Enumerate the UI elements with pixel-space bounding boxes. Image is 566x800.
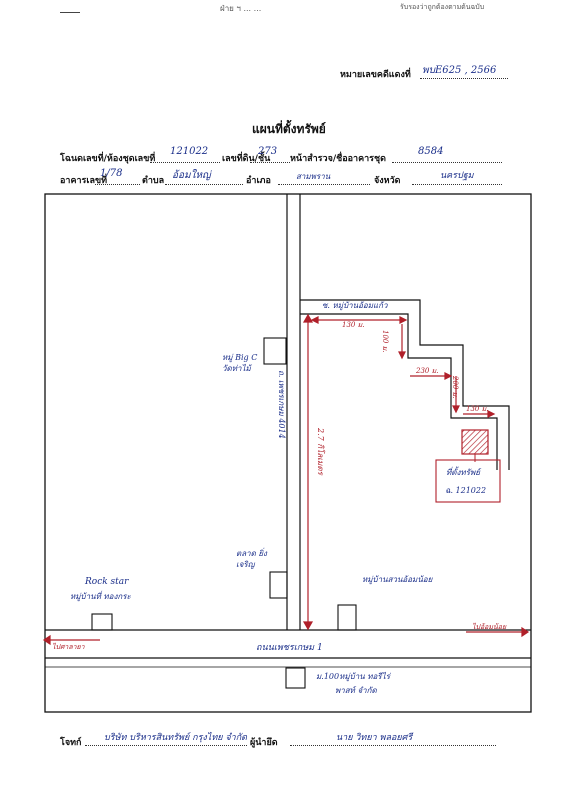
distance-arrow-230-tail [444,372,453,380]
building-label: อาคารเลขที่ [60,176,108,186]
road-vertical-label: ถ. เพชรเกษม 4014 [277,370,286,439]
place-market: ตลาด ยิ่งเจริญ [236,549,267,569]
signer-label: ผู้นำยึด [250,738,278,748]
building-box-bottom [285,667,306,689]
land-no-line [250,162,290,163]
alley-label: ซ. หมู่บ้านอ้อมแก้ว [322,301,388,310]
distance-arrow-130b-tail [487,410,496,418]
page-title: แผนที่ตั้งทรัพย์ [252,122,326,136]
building-line [95,184,140,185]
province-value: นครปฐม [440,171,474,181]
land-no-value: 273 [258,146,278,157]
place-big-c: หมู่ Big C วัดท่าไม้ [222,353,258,373]
distance-200: 200 ม. [451,376,459,399]
building-box-rockstar [91,613,113,631]
left-direction-label: ไปศาลายา [52,643,85,651]
deed-no-label: โฉนดเลขที่/ห้องชุดเลขที่ [60,154,156,164]
distance-130b: 130 ม. [466,405,489,413]
subdistrict-label: ตำบล [142,176,165,186]
rockstar-sub-label: หมู่บ้านที่ ทองกระ [70,592,131,601]
deed-no-value: 121022 [170,146,209,157]
target-property [461,429,489,455]
plaintiff-label: โจทก์ [60,738,82,748]
top-scribble: ฝ่าย ฯ ... ... [220,4,262,13]
bottom-label-1: ม.100หมู่บ้าน ทอรีไร่ [316,672,390,681]
district-label: อำเภอ [246,176,271,186]
deed-no-line [150,162,220,163]
target-label-2: ฉ. 121022 [445,486,487,495]
province-label: จังหวัด [374,176,401,186]
top-right-note: รับรองว่าถูกต้องตามต้นฉบับ [400,3,485,11]
survey-value: 8584 [418,146,444,157]
distance-130a: 130 ม. [342,321,365,329]
target-label-box [435,459,501,503]
right-direction-arrow-head [521,626,530,638]
building-box-village [337,604,357,631]
signer-value: นาย วิทยา พลอยศรี [336,733,413,743]
alley-inner-edge [300,313,498,470]
building-box-market [269,571,288,599]
distance-arrow-130a-tail [399,316,408,324]
signer-line [290,745,496,746]
distance-arrow-total-tail [302,621,314,631]
distance-230: 230 ม. [416,367,439,375]
distance-arrow-130a-head [310,316,319,324]
province-line [412,184,502,185]
deed-ref-label: หมายเลขคดีแดงที่ [340,70,411,80]
top-dash [60,12,80,13]
rockstar-label: Rock star [85,577,129,587]
distance-arrow-total-head [302,313,314,323]
distance-total-label: 2.7 กิโลเมตร [316,428,325,475]
distance-arrow-200-head [452,405,460,414]
place-village: หมู่บ้านสวนอ้อมน้อย [362,575,433,584]
deed-ref-value: พบE625 , 2566 [422,65,497,76]
left-direction-arrow-head [42,634,51,646]
plaintiff-value: บริษัท บริหารสินทรัพย์ กรุงไทย จำกัด [104,733,248,743]
building-value: 1/78 [100,168,123,179]
survey-line [392,162,502,163]
alley-outer-edge [300,299,510,470]
building-box-big-c [263,337,287,365]
plaintiff-line [85,745,247,746]
map-frame [44,193,532,713]
distance-arrow-100-head [398,351,406,360]
distance-100: 100 ม. [381,330,389,353]
right-direction-label: ไปอ้อมน้อย [472,623,507,631]
district-value: สามพราน [296,172,331,181]
target-label-1: ที่ตั้งทรัพย์ [446,468,480,477]
subdistrict-value: อ้อมใหญ่ [172,170,211,181]
survey-label: หน้าสำรวจ/ชื่ออาคารชุด [290,154,386,164]
subdistrict-line [165,184,243,185]
main-road-label: ถนนเพชรเกษม 1 [256,643,323,653]
deed-ref-line [420,78,508,79]
land-no-label: เลขที่ดิน/ชั้น [222,154,271,164]
district-line [278,184,370,185]
bottom-label-2: พาสท์ จำกัด [335,686,377,695]
